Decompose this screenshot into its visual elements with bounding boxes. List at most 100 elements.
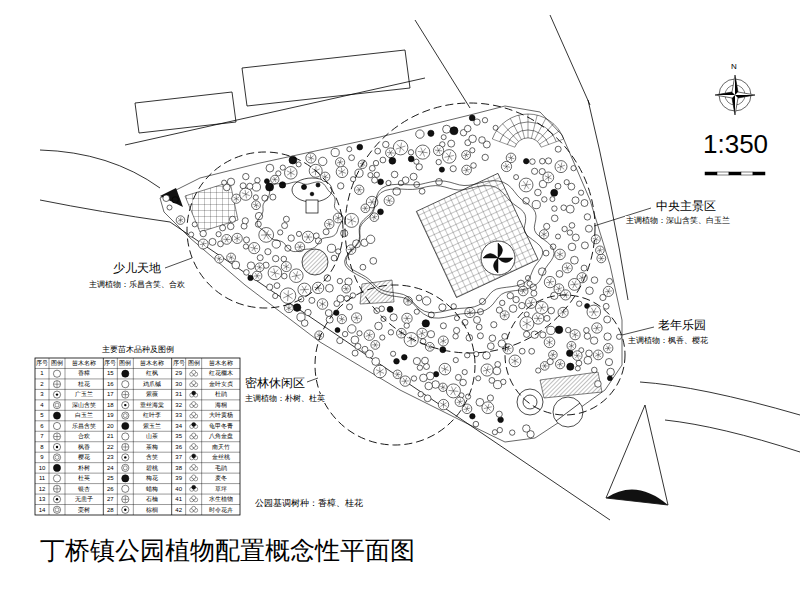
row-number: 15 <box>103 368 117 378</box>
table-rule <box>35 368 240 369</box>
tree-symbol <box>442 150 456 164</box>
tree-symbol <box>575 366 580 371</box>
leader-line <box>165 208 654 382</box>
legend-symbol <box>56 446 58 448</box>
tree-symbol <box>557 251 564 258</box>
tree-symbol <box>279 182 285 188</box>
table-rule <box>35 452 240 453</box>
plant-name: 栾树 <box>65 505 103 515</box>
tree-symbol <box>526 297 537 308</box>
tree-symbol <box>391 351 396 356</box>
scale-ratio: 1:350 <box>703 130 768 160</box>
row-number: 16 <box>103 379 117 389</box>
legend-symbol <box>192 381 196 385</box>
tree-symbol <box>543 250 549 256</box>
tree-symbol <box>531 331 538 338</box>
tree-symbol <box>463 167 470 173</box>
tree-symbol <box>216 232 221 237</box>
tree-symbol <box>345 213 359 227</box>
legend-symbol <box>192 370 196 374</box>
tree-symbol <box>422 297 430 305</box>
plaza-circle <box>517 389 583 427</box>
tree-symbol <box>562 226 567 231</box>
tree-symbol <box>476 376 481 381</box>
tree-symbol <box>368 173 373 178</box>
tree-symbol <box>416 145 430 159</box>
legend-symbol <box>122 443 129 450</box>
tree-symbol <box>341 230 348 237</box>
tree-symbol <box>255 212 262 219</box>
tree-symbol <box>309 297 315 303</box>
tree-symbol <box>276 171 281 176</box>
tree-symbol <box>252 271 262 281</box>
tree-symbol <box>386 197 393 204</box>
row-number: 41 <box>172 494 186 504</box>
tree-symbol <box>257 264 263 270</box>
row-number: 3 <box>35 389 49 399</box>
play-feature <box>310 192 314 196</box>
legend-symbol <box>53 391 60 398</box>
tree-symbol <box>387 306 393 312</box>
tree-symbol <box>355 343 361 349</box>
north-arrow <box>715 75 755 115</box>
traffic-island <box>606 489 668 505</box>
tree-symbol <box>167 205 172 210</box>
row-number: 17 <box>103 389 117 399</box>
zone-boundary <box>315 285 475 445</box>
tree-symbol <box>600 294 606 300</box>
zone-name: 中央主景区 <box>655 200 717 214</box>
tree-symbol <box>292 271 301 280</box>
fan-paving <box>492 139 515 147</box>
tree-symbol <box>215 254 224 263</box>
tree-symbol <box>496 411 502 417</box>
fan-paving <box>531 115 537 138</box>
tree-symbol <box>380 335 385 340</box>
tree-symbol <box>551 215 558 222</box>
tree-symbol <box>247 262 254 269</box>
tree-symbol <box>388 330 393 335</box>
tree-symbol <box>308 155 315 162</box>
tree-symbol <box>281 262 291 272</box>
tree-symbol <box>326 221 332 227</box>
legend-symbol <box>122 454 129 461</box>
tree-symbol <box>297 244 304 250</box>
tree-symbol <box>556 271 563 278</box>
plant-name: 金叶女贞 <box>202 379 240 389</box>
tree-symbol <box>510 430 515 435</box>
tree-symbol <box>362 206 368 211</box>
tree-symbol <box>247 183 253 189</box>
tree-symbol <box>419 330 426 337</box>
tree-symbol <box>268 266 282 280</box>
road-line <box>125 78 425 145</box>
tree-symbol <box>266 183 274 191</box>
tree-symbol <box>462 151 471 160</box>
tree-symbol <box>562 263 572 273</box>
tree-symbol <box>272 177 278 182</box>
row-number: 38 <box>172 463 186 473</box>
row-number: 25 <box>103 473 117 483</box>
tree-symbol <box>343 286 349 291</box>
tree-symbol <box>375 148 381 154</box>
table-title: 主要苗木品种及图例 <box>35 345 240 354</box>
tree-symbol <box>283 263 289 270</box>
tree-symbol <box>479 298 485 304</box>
tree-symbol <box>301 320 308 327</box>
north-label: N <box>731 62 737 71</box>
tree-symbol <box>581 242 588 249</box>
legend-symbol <box>122 422 129 429</box>
scale-bar <box>753 172 765 175</box>
tree-symbol <box>543 172 554 183</box>
plant-name: 鸡爪槭 <box>133 379 171 389</box>
row-number: 40 <box>172 484 186 494</box>
table-rule <box>49 358 50 515</box>
tree-symbol <box>242 190 250 198</box>
row-number: 21 <box>103 431 117 441</box>
tree-symbol <box>273 293 278 298</box>
tree-symbol <box>349 155 355 161</box>
legend-symbol <box>192 433 196 437</box>
tree-symbol <box>336 158 345 167</box>
tree-symbol <box>326 316 333 323</box>
building-outline <box>135 50 410 133</box>
plaza-circle <box>553 397 583 427</box>
legend-symbol <box>122 496 128 502</box>
